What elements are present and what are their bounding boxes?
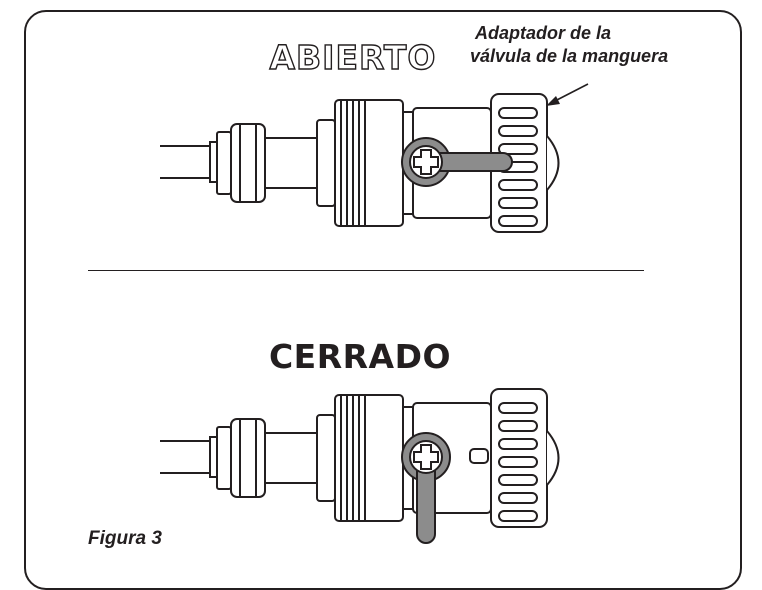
hose-valve-adapter-callout: Adaptador de la válvula de la manguera <box>470 22 745 68</box>
section-divider <box>88 270 644 271</box>
connector-neck <box>264 137 318 189</box>
ribbed-nut <box>334 99 404 227</box>
open-state-title: ABIERTO <box>269 37 437 77</box>
screw-head-icon <box>413 444 439 470</box>
figure-caption: Figura 3 <box>88 528 162 549</box>
callout-arrow <box>546 83 589 106</box>
closed-state-title: CERRADO <box>268 337 452 376</box>
quick-connect-body <box>230 123 266 203</box>
callout-line-2: válvula de la manguera <box>470 46 669 66</box>
callout-line-1: Adaptador de la <box>475 23 612 43</box>
open-valve-diagram <box>160 93 560 233</box>
screw-head-icon <box>413 149 439 175</box>
hex-nut <box>316 119 336 207</box>
closed-valve-diagram <box>160 388 560 544</box>
quick-connect-ring <box>216 131 232 195</box>
end-cap-dome <box>546 135 560 191</box>
